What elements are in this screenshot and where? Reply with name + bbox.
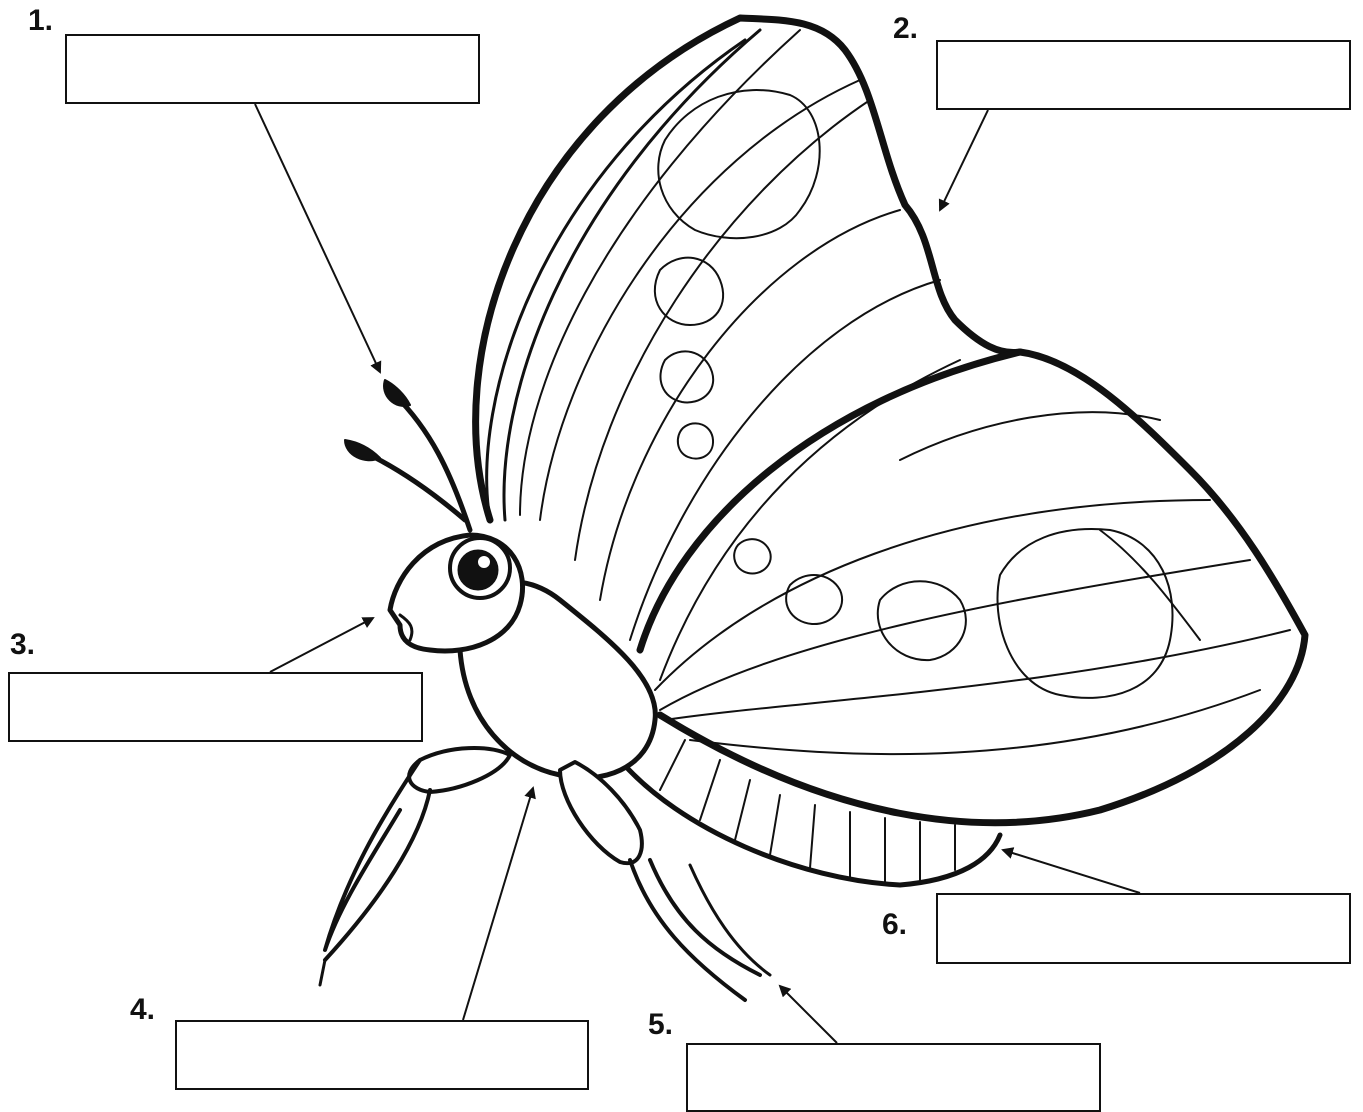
hindwing xyxy=(636,348,1309,827)
label-box-6[interactable] xyxy=(936,893,1351,964)
antennae xyxy=(344,379,473,533)
pointer-arrows xyxy=(254,103,1141,1044)
label-box-5[interactable] xyxy=(686,1043,1101,1112)
abdomen xyxy=(617,739,1003,888)
label-number-1: 1. xyxy=(28,4,54,37)
arrow-6 xyxy=(1001,847,1141,894)
forewing xyxy=(472,14,1024,681)
label-box-3[interactable] xyxy=(8,672,423,742)
arrow-4 xyxy=(462,786,536,1021)
head xyxy=(387,532,526,654)
label-box-4[interactable] xyxy=(175,1020,589,1090)
label-number-5: 5. xyxy=(648,1008,674,1041)
arrow-5 xyxy=(778,984,838,1044)
label-box-2[interactable] xyxy=(936,40,1351,110)
arrow-2 xyxy=(938,109,989,212)
label-number-2: 2. xyxy=(893,12,919,45)
arrow-3 xyxy=(269,617,375,673)
label-number-6: 6. xyxy=(882,908,908,941)
butterfly-illustration xyxy=(318,14,1309,1002)
label-box-1[interactable] xyxy=(65,34,480,104)
hind-legs xyxy=(558,760,772,1002)
label-number-3: 3. xyxy=(10,628,36,661)
label-number-4: 4. xyxy=(130,993,156,1026)
front-leg xyxy=(318,746,512,987)
arrow-1 xyxy=(254,103,382,374)
